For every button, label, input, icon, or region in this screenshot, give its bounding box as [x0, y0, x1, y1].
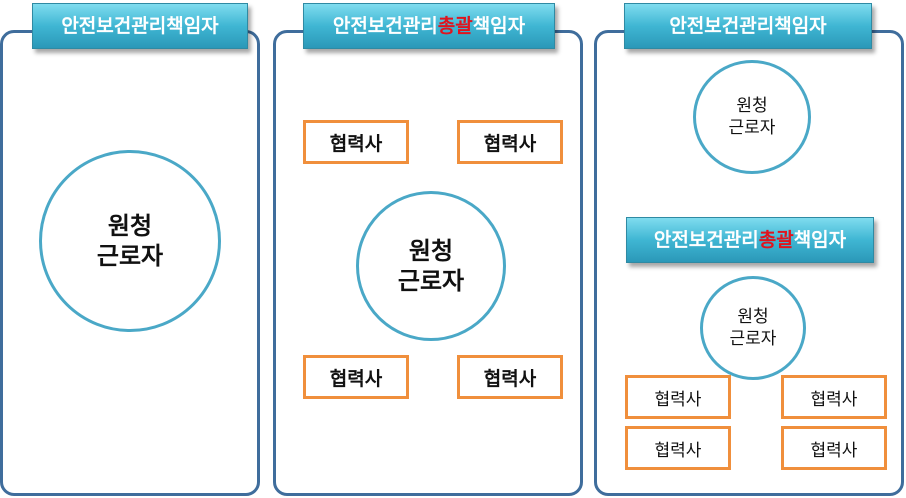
partner-box: 협력사: [457, 120, 563, 164]
partner-box: 협력사: [303, 355, 409, 399]
worker-circle-label: 원청 근로자: [729, 307, 777, 349]
header-text: 안전보건관리: [332, 15, 438, 37]
header-text-suffix: 책임자: [774, 15, 827, 37]
partner-box: 협력사: [625, 426, 731, 470]
header-text-suffix: 책임자: [166, 15, 219, 37]
panel-left-header: 안전보건관리책임자: [32, 3, 248, 49]
header-text-suffix: 책임자: [472, 15, 526, 37]
partner-box: 협력사: [781, 375, 887, 419]
header-text-suffix: 책임자: [793, 229, 847, 251]
header-text: 안전보건관리: [61, 15, 167, 37]
partner-box: 협력사: [625, 375, 731, 419]
worker-circle: 원청 근로자: [700, 276, 806, 380]
worker-circle-label: 원청 근로자: [96, 212, 164, 270]
sub-header: 안전보건관리총괄책임자: [626, 217, 874, 263]
header-text: 안전보건관리: [653, 229, 759, 251]
worker-circle-label: 원청 근로자: [397, 237, 465, 295]
worker-circle-label: 원청 근로자: [728, 96, 776, 138]
partner-box: 협력사: [781, 426, 887, 470]
partner-box: 협력사: [303, 120, 409, 164]
partner-box: 협력사: [457, 355, 563, 399]
header-highlight: 총괄: [758, 229, 794, 251]
panel-right-header: 안전보건관리책임자: [624, 3, 872, 49]
worker-circle: 원청 근로자: [356, 191, 506, 341]
header-highlight: 총괄: [437, 15, 473, 37]
header-text: 안전보건관리: [669, 15, 775, 37]
panel-middle-header: 안전보건관리총괄책임자: [303, 3, 555, 49]
worker-circle: 원청 근로자: [693, 60, 811, 174]
worker-circle: 원청 근로자: [39, 150, 221, 332]
